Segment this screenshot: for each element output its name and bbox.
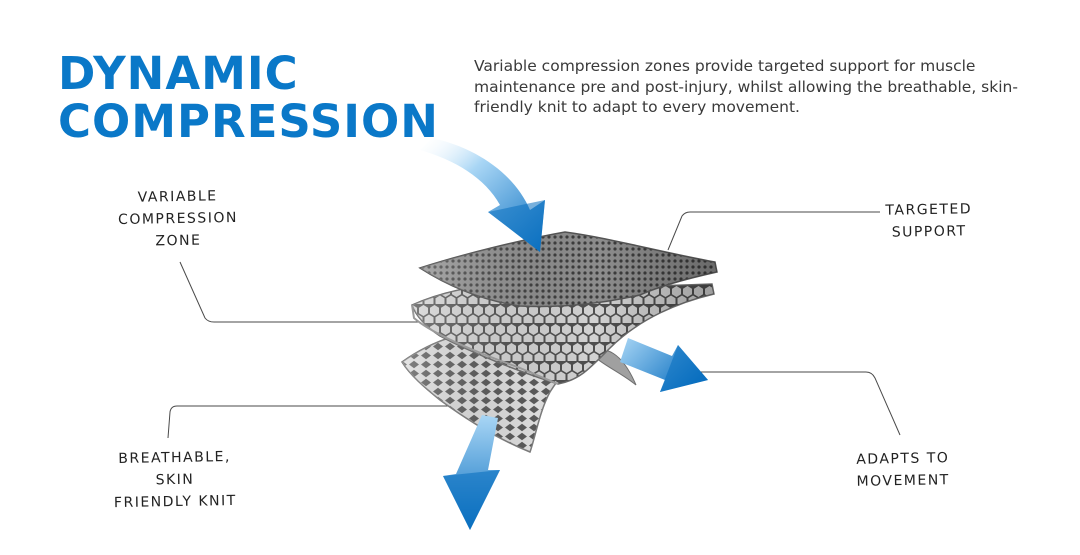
arrow-down-icon xyxy=(443,415,500,530)
callout-breathable: BREATHABLE, SKIN FRIENDLY KNIT xyxy=(113,449,237,512)
title-line-2: COMPRESSION xyxy=(58,95,439,148)
leader-line-adapts xyxy=(680,371,901,436)
callout-variable-zone: VARIABLE COMPRESSION ZONE xyxy=(117,188,239,250)
leader-line-variable-zone xyxy=(179,261,420,323)
callout-adapts: ADAPTS TO MOVEMENT xyxy=(856,450,950,490)
description-text: Variable compression zones provide targe… xyxy=(474,57,1018,116)
curved-arrow-down-icon xyxy=(420,138,545,252)
arrow-right-down-icon xyxy=(620,338,708,392)
callout-targeted-support: TARGETED SUPPORT xyxy=(885,201,973,241)
leader-lines xyxy=(167,211,901,439)
mesh-layer-hexagon xyxy=(411,282,715,385)
title-line-1: DYNAMIC xyxy=(58,47,299,100)
leader-line-breathable xyxy=(167,405,472,439)
leader-line-targeted-support xyxy=(667,211,880,251)
mesh-layer-knit xyxy=(418,231,718,308)
page-title: DYNAMIC COMPRESSION xyxy=(58,50,439,146)
